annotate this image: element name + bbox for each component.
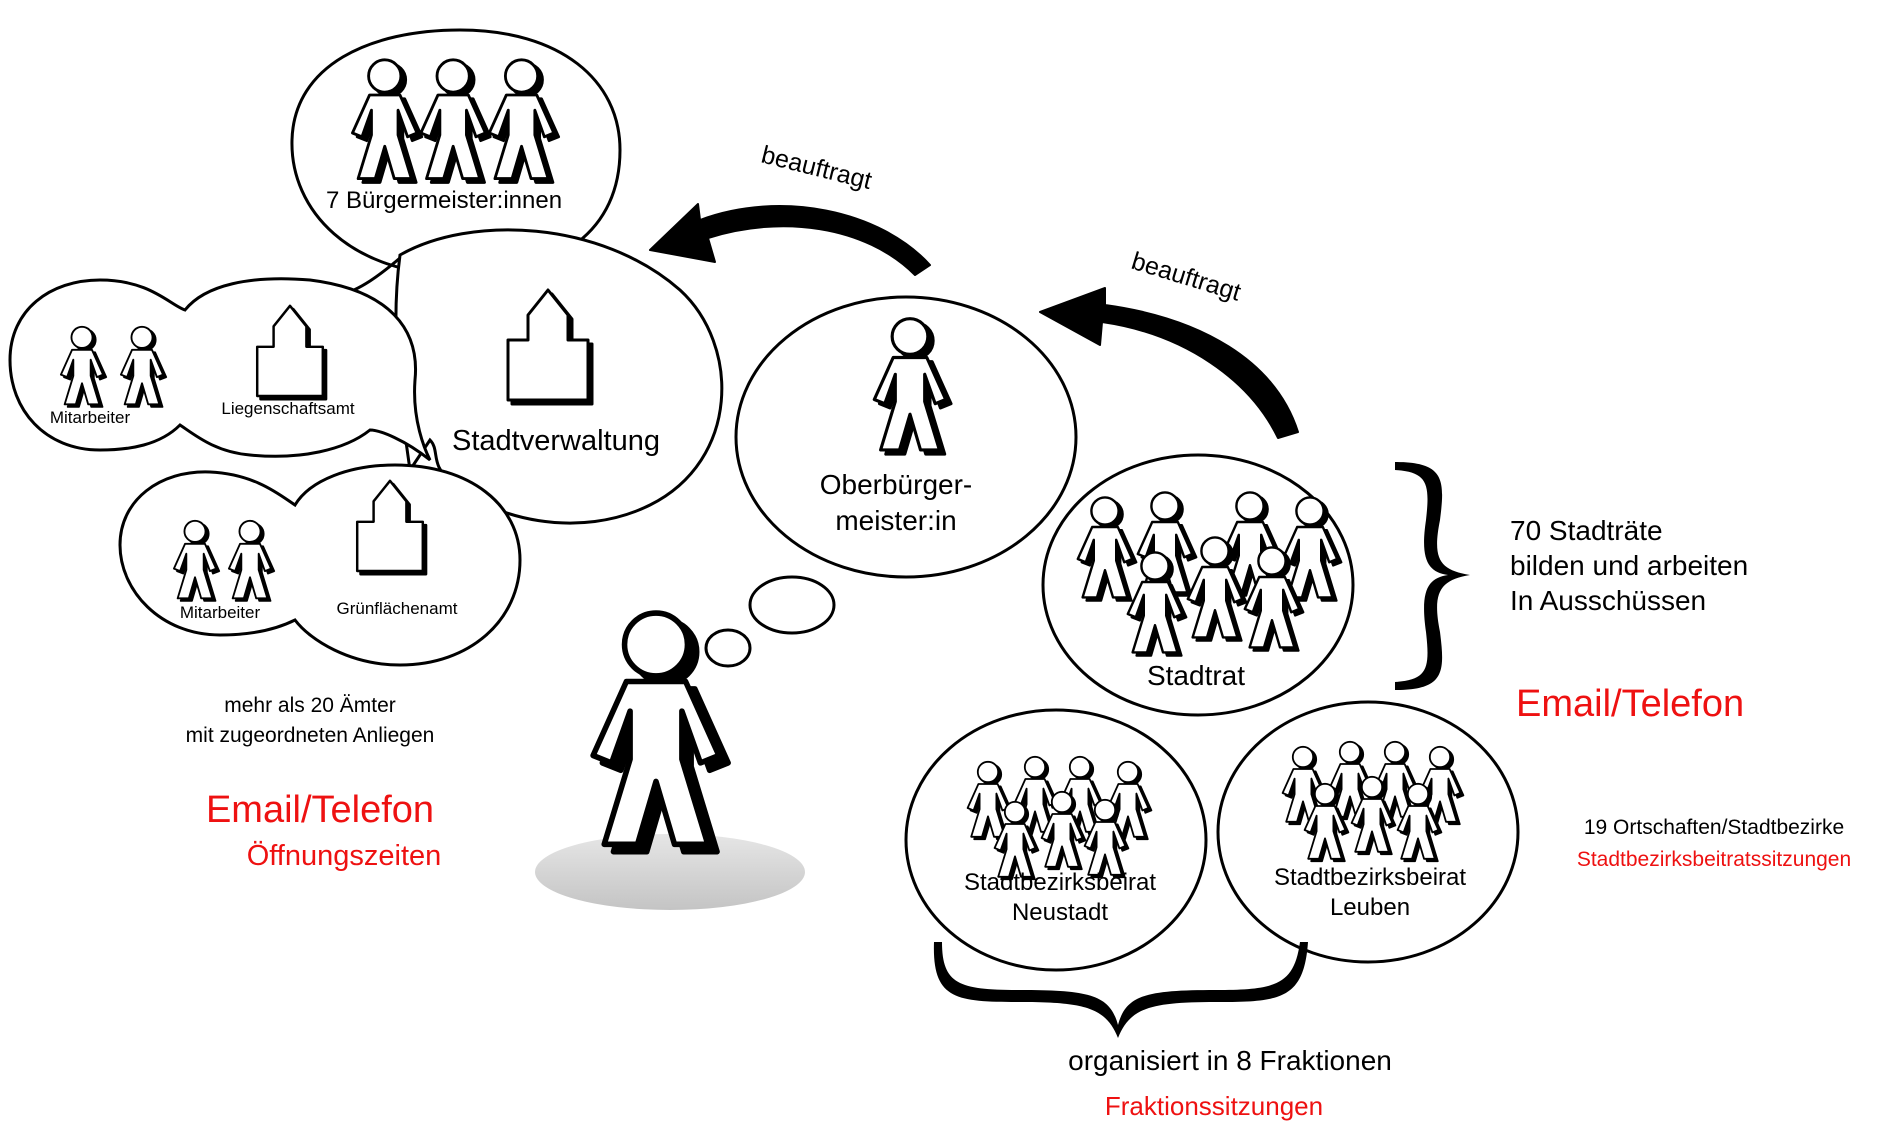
- oberbuergermeister-line1: Oberbürger-: [820, 469, 973, 500]
- curly-brace-icon: [1395, 462, 1470, 690]
- verwaltung-contact-primary: Email/Telefon: [206, 789, 434, 831]
- gruenflaechenamt-label: Grünflächenamt: [337, 599, 458, 618]
- gruenflaechenamt-staff-label: Mitarbeiter: [180, 603, 261, 622]
- curved-arrow-icon: [1039, 287, 1299, 439]
- oberbuergermeister-line2: meister:in: [835, 505, 956, 536]
- arrow-label: beauftragt: [1128, 247, 1244, 307]
- arrow-label: beauftragt: [759, 141, 875, 195]
- ortschaften-note-line1: 19 Ortschaften/Stadtbezirke: [1584, 816, 1844, 839]
- beirat-leuben-line2: Leuben: [1330, 894, 1410, 921]
- aemter-note-line2: mit zugeordneten Anliegen: [186, 724, 435, 747]
- thought-bubble-large: [748, 575, 836, 635]
- beirat-neustadt-line1: Stadtbezirksbeirat: [964, 869, 1156, 896]
- stadtrat-bubble: Stadtrat: [1041, 453, 1355, 717]
- stadtverwaltung-bubble: Stadtverwaltung: [339, 228, 724, 525]
- stadtrat-note-line3: In Ausschüssen: [1510, 585, 1706, 616]
- stadtrat-label: Stadtrat: [1147, 660, 1245, 691]
- beirat-leuben-bubble: Stadtbezirksbeirat Leuben: [1216, 700, 1520, 964]
- fraktionen-note-line2: Fraktionssitzungen: [1105, 1091, 1323, 1121]
- citizen-shadow: [535, 834, 805, 910]
- thought-bubble-small: [704, 628, 752, 668]
- liegenschaftsamt-staff-label: Mitarbeiter: [50, 408, 131, 427]
- liegenschaftsamt-bubble: Mitarbeiter Liegenschaftsamt: [8, 277, 432, 462]
- gruenflaechenamt-bubble: Mitarbeiter Grünflächenamt: [118, 463, 522, 667]
- ortschaften-note-line2: Stadtbezirksbeitratssitzungen: [1577, 848, 1851, 871]
- liegenschaftsamt-label: Liegenschaftsamt: [221, 399, 355, 418]
- arrow-ob-to-verwaltung: beauftragt: [649, 141, 931, 276]
- beirat-neustadt-bubble: Stadtbezirksbeirat Neustadt: [904, 708, 1208, 972]
- beirat-neustadt-line2: Neustadt: [1012, 899, 1108, 926]
- stadtverwaltung-label: Stadtverwaltung: [452, 425, 660, 457]
- stadtrat-contact-primary: Email/Telefon: [1516, 683, 1744, 725]
- aemter-note-line1: mehr als 20 Ämter: [224, 694, 396, 717]
- curly-brace-icon: [933, 942, 1308, 1038]
- curved-arrow-icon: [649, 203, 931, 276]
- fraktionen-note-line1: organisiert in 8 Fraktionen: [1068, 1045, 1392, 1076]
- buergermeister-label: 7 Bürgermeister:innen: [326, 187, 562, 214]
- stadtrat-note-line2: bilden und arbeiten: [1510, 550, 1748, 581]
- oberbuergermeister-bubble: Oberbürger- meister:in: [734, 295, 1078, 579]
- stadtrat-note-line1: 70 Stadträte: [1510, 515, 1663, 546]
- verwaltung-contact-secondary: Öffnungszeiten: [247, 840, 442, 872]
- beirat-leuben-line1: Stadtbezirksbeirat: [1274, 864, 1466, 891]
- arrow-rat-to-ob: beauftragt: [1039, 247, 1299, 439]
- buergermeister-bubble: 7 Bürgermeister:innen: [290, 28, 622, 277]
- citizen-figure: [535, 613, 805, 910]
